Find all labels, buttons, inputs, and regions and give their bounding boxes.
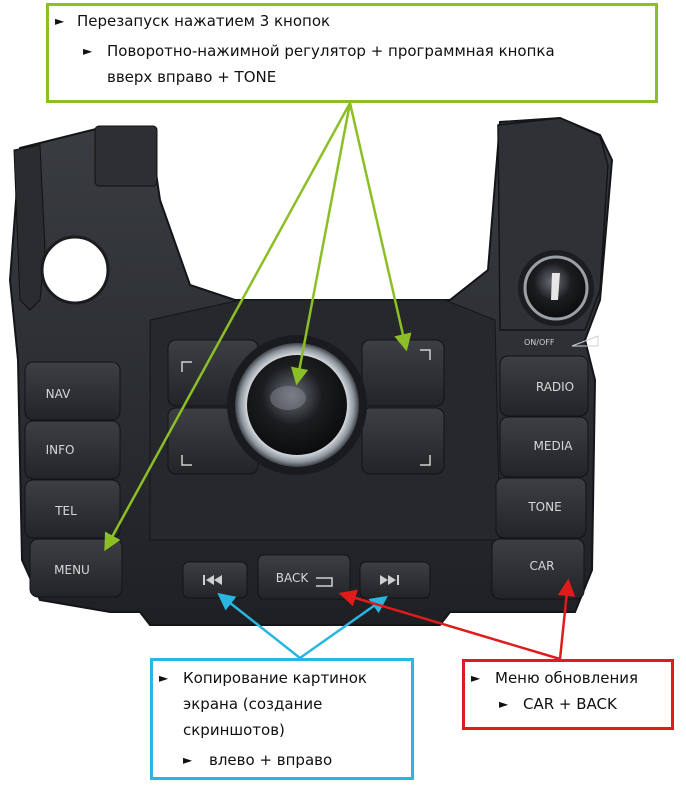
radio-button[interactable] — [499, 355, 589, 417]
restart-callout: ► Перезапуск нажатием 3 кнопок ► Поворот… — [46, 3, 658, 103]
bullet-icon: ► — [183, 753, 193, 767]
blue-arrow-to-skip-back — [217, 592, 301, 659]
red-arrow-to-back — [338, 589, 561, 661]
corner-mark-icon — [420, 455, 431, 466]
green-arrow-to-menu — [104, 102, 352, 552]
skip-forward-icon — [380, 575, 396, 585]
on-off-label: ON/OFF — [524, 338, 555, 347]
restart-combo-line2: вверх вправо + TONE — [107, 68, 277, 86]
screenshot-title-3: скриншотов) — [183, 721, 285, 739]
corner-mark-icon — [181, 455, 192, 466]
red-arrow-to-car — [557, 578, 576, 660]
rotary-push-knob[interactable] — [247, 355, 347, 455]
corner-mark-icon — [420, 349, 431, 360]
skip-forward-bar — [397, 575, 399, 585]
mounting-hole — [40, 235, 110, 305]
softkey-bottom-right[interactable] — [361, 407, 445, 475]
skip-back-bar — [203, 575, 205, 585]
screenshot-callout: ► Копирование картинок экрана (создание … — [150, 658, 414, 780]
menu-label: MENU — [54, 563, 90, 577]
skip-back-icon — [206, 575, 222, 585]
tel-label: TEL — [54, 504, 77, 518]
menu-button[interactable] — [29, 538, 123, 598]
screenshot-combo: влево + вправо — [209, 751, 333, 769]
car-label: CAR — [530, 559, 555, 573]
radio-label: RADIO — [536, 380, 574, 394]
green-arrow-to-softkey — [348, 102, 412, 352]
bullet-icon: ► — [471, 671, 481, 685]
top-clip — [94, 125, 158, 187]
info-label: INFO — [46, 443, 75, 457]
softkey-top-right[interactable] — [361, 339, 445, 407]
bullet-icon: ► — [159, 671, 169, 685]
back-label: BACK — [276, 571, 310, 585]
screenshot-title-1: Копирование картинок — [183, 669, 367, 687]
knob-highlight — [270, 386, 306, 410]
bullet-icon: ► — [499, 697, 509, 711]
media-label: MEDIA — [534, 439, 574, 453]
info-button[interactable] — [24, 420, 121, 480]
back-button[interactable] — [257, 554, 351, 600]
screenshot-title-2: экрана (создание — [183, 695, 323, 713]
bullet-icon: ► — [83, 44, 93, 58]
corner-mark-icon — [181, 361, 192, 372]
knob-indicator-icon — [551, 273, 560, 300]
nav-label: NAV — [46, 387, 71, 401]
tone-label: TONE — [527, 500, 561, 514]
nav-button[interactable] — [24, 361, 121, 421]
bullet-icon: ► — [55, 14, 65, 28]
left-bracket — [13, 144, 46, 311]
tel-button[interactable] — [24, 479, 121, 539]
blue-arrow-to-skip-forward — [299, 595, 388, 660]
back-arrow-icon — [316, 577, 333, 587]
update-menu-title: Меню обновления — [495, 669, 639, 687]
update-menu-combo: CAR + BACK — [523, 695, 617, 713]
green-arrow-to-knob — [291, 102, 352, 386]
restart-title: Перезапуск нажатием 3 кнопок — [77, 12, 331, 30]
update-menu-callout: ► Меню обновления ► CAR + BACK — [462, 659, 674, 730]
restart-combo-line1: Поворотно-нажимной регулятор + программн… — [107, 42, 555, 60]
tone-button[interactable] — [495, 477, 587, 539]
media-button[interactable] — [499, 416, 589, 478]
volume-wedge-icon — [571, 335, 599, 347]
